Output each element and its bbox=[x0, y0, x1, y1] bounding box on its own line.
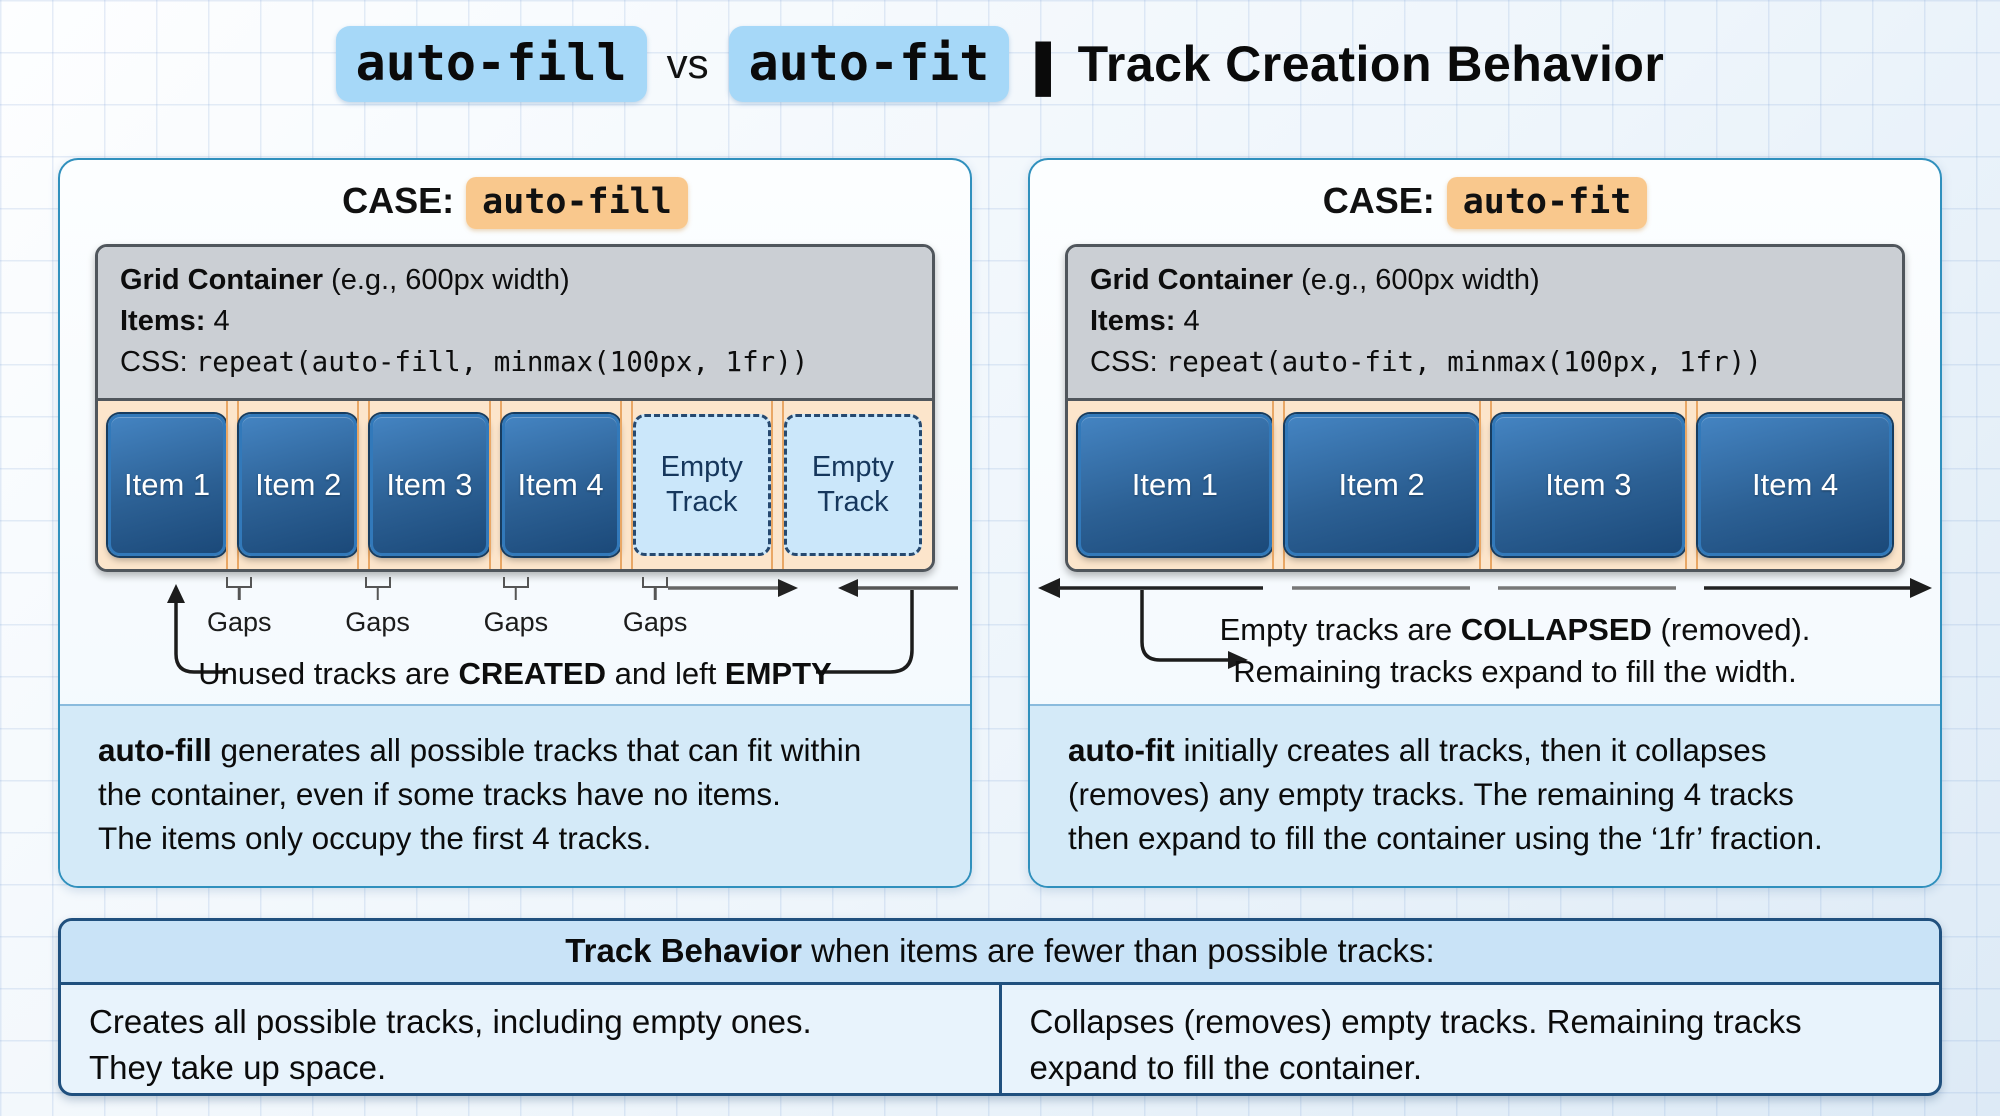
title-code-auto-fill: auto-fill bbox=[335, 26, 647, 102]
info-line-container: Grid Container (e.g., 600px width) bbox=[1090, 264, 1540, 296]
info-line-items: Items: 4 bbox=[1090, 305, 1200, 338]
annotation-area-fill: Gaps Gaps Gaps Gaps Unused tracks are CR… bbox=[60, 572, 970, 696]
note-collapsed-line1: Empty tracks are COLLAPSED (removed). bbox=[1219, 611, 1811, 647]
grid-item: Item 2 bbox=[239, 413, 358, 556]
case-heading-auto-fill: CASE: auto-fill bbox=[60, 160, 970, 234]
gap-label: Gaps bbox=[622, 606, 688, 637]
case-code-auto-fit: auto-fit bbox=[1446, 177, 1648, 229]
grid-container-info-fill: Grid Container (e.g., 600px width) Items… bbox=[98, 247, 932, 401]
page-title: auto-fill vs auto-fit | Track Creation B… bbox=[0, 26, 2000, 102]
grid-gap bbox=[619, 400, 633, 569]
grid-item: Item 3 bbox=[1491, 413, 1686, 556]
gap-marker bbox=[364, 576, 391, 588]
grid-gap bbox=[1271, 400, 1285, 569]
grid-container-box-fill: Grid Container (e.g., 600px width) Items… bbox=[95, 244, 935, 572]
empty-track: Empty Track bbox=[783, 413, 923, 556]
grid-gap bbox=[226, 400, 240, 569]
title-code-auto-fit: auto-fit bbox=[728, 26, 1010, 102]
gap-marker bbox=[642, 576, 669, 588]
note-collapsed-line2: Remaining tracks expand to fill the widt… bbox=[1233, 653, 1797, 689]
info-line-css: CSS: repeat(auto-fit, minmax(100px, 1fr)… bbox=[1090, 346, 1762, 379]
gap-marker bbox=[226, 576, 253, 588]
empty-track: Empty Track bbox=[632, 413, 771, 556]
title-divider: | bbox=[1026, 31, 1061, 97]
title-text: Track Creation Behavior bbox=[1077, 36, 1665, 92]
grid-item: Item 1 bbox=[108, 413, 227, 556]
panel-auto-fit: CASE: auto-fit Grid Container (e.g., 600p… bbox=[1028, 158, 1942, 888]
panel-auto-fill: CASE: auto-fill Grid Container (e.g., 600… bbox=[58, 158, 972, 888]
description-auto-fit: auto-fit initially creates all tracks, t… bbox=[1030, 703, 1940, 886]
table-cell-auto-fit: Collapses (removes) empty tracks. Remain… bbox=[1029, 1003, 1802, 1086]
grid-item: Item 4 bbox=[501, 413, 620, 556]
gap-label: Gaps bbox=[345, 606, 410, 637]
grid-item: Item 2 bbox=[1284, 413, 1479, 556]
grid-gap bbox=[357, 400, 371, 569]
title-vs-text: vs bbox=[666, 40, 709, 87]
grid-gap bbox=[770, 400, 784, 569]
table-cell-auto-fill: Creates all possible tracks, including e… bbox=[61, 985, 1002, 1093]
grid-gap bbox=[1478, 400, 1492, 569]
table-header: Track Behavior when items are fewer than… bbox=[61, 921, 1939, 985]
gap-marker bbox=[502, 576, 529, 588]
grid-gap bbox=[1685, 400, 1699, 569]
comparison-panels: CASE: auto-fill Grid Container (e.g., 600… bbox=[58, 158, 1942, 888]
info-line-container: Grid Container (e.g., 600px width) bbox=[120, 264, 570, 296]
info-line-css: CSS: repeat(auto-fill, minmax(100px, 1fr… bbox=[120, 346, 809, 379]
case-label: CASE: bbox=[342, 180, 455, 221]
table-body: Creates all possible tracks, including e… bbox=[61, 985, 1939, 1093]
grid-container-info-fit: Grid Container (e.g., 600px width) Items… bbox=[1068, 247, 1902, 401]
gap-label: Gaps bbox=[206, 606, 272, 637]
grid-container-box-fit: Grid Container (e.g., 600px width) Items… bbox=[1065, 244, 1905, 572]
annotation-arrows-fill bbox=[167, 578, 958, 674]
case-label: CASE: bbox=[1322, 180, 1435, 221]
grid-item: Item 4 bbox=[1698, 413, 1892, 556]
note-unused-tracks: Unused tracks are CREATED and left EMPTY bbox=[198, 655, 832, 691]
case-code-auto-fill: auto-fill bbox=[466, 177, 688, 229]
track-behavior-table: Track Behavior when items are fewer than… bbox=[58, 918, 1942, 1096]
annotation-area-fit: Empty tracks are COLLAPSED (removed). Re… bbox=[1030, 572, 1940, 696]
track-strip-fit: Item 1 Item 2 Item 3 Item 4 bbox=[1068, 400, 1902, 569]
gap-label: Gaps bbox=[483, 606, 549, 637]
annotation-arrows-fit bbox=[1038, 577, 1932, 669]
info-line-items: Items: 4 bbox=[120, 305, 230, 338]
grid-item: Item 1 bbox=[1078, 413, 1272, 556]
grid-gap bbox=[488, 400, 502, 569]
description-auto-fill: auto-fill generates all possible tracks … bbox=[60, 703, 970, 886]
grid-item: Item 3 bbox=[370, 413, 489, 556]
track-strip-fill: Item 1 Item 2 Item 3 Item 4 Empty Track … bbox=[98, 400, 932, 569]
case-heading-auto-fit: CASE: auto-fit bbox=[1030, 160, 1940, 234]
